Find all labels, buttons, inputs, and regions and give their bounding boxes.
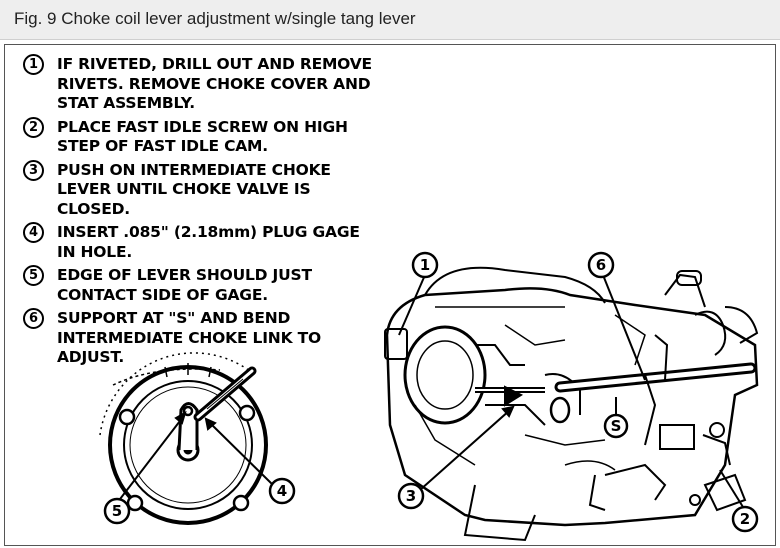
procedure-steps: 1 IF RIVETED, DRILL OUT AND REMOVE RIVET… (23, 54, 423, 372)
callout-1: 1 (411, 251, 439, 279)
step-4: 4 INSERT .085" (2.18mm) PLUG GAGE IN HOL… (23, 222, 423, 262)
callout-4-label: 4 (277, 482, 287, 500)
callout-4: 4 (268, 477, 296, 505)
step-1: 1 IF RIVETED, DRILL OUT AND REMOVE RIVET… (23, 54, 423, 114)
step-text-1: IF RIVETED, DRILL OUT AND REMOVE RIVETS.… (57, 55, 372, 112)
step-number-6: 6 (23, 308, 44, 329)
callout-3-label: 3 (406, 487, 416, 505)
step-text-6: SUPPORT AT "S" AND BEND INTERMEDIATE CHO… (57, 309, 321, 366)
carburetor-illustration (384, 266, 759, 542)
step-2: 2 PLACE FAST IDLE SCREW ON HIGH STEP OF … (23, 116, 423, 157)
callout-6-label: 6 (596, 256, 606, 274)
callout-support-s: S (603, 413, 629, 439)
figure-caption: Fig. 9 Choke coil lever adjustment w/sin… (14, 9, 416, 28)
callout-6: 6 (587, 251, 615, 279)
callout-5: 5 (103, 497, 131, 525)
callout-5-label: 5 (112, 502, 122, 520)
figure-frame: 1 IF RIVETED, DRILL OUT AND REMOVE RIVET… (4, 44, 776, 546)
step-number-4: 4 (23, 222, 44, 243)
caption-bar: Fig. 9 Choke coil lever adjustment w/sin… (0, 0, 780, 40)
step-number-2: 2 (23, 116, 44, 138)
step-text-5: EDGE OF LEVER SHOULD JUST CONTACT SIDE O… (57, 266, 312, 304)
step-number-3: 3 (23, 159, 44, 181)
step-text-2: PLACE FAST IDLE SCREW ON HIGH STEP OF FA… (57, 117, 348, 156)
step-text-4: INSERT .085" (2.18mm) PLUG GAGE IN HOLE. (57, 223, 360, 261)
step-3: 3 PUSH ON INTERMEDIATE CHOKE LEVER UNTIL… (23, 159, 423, 220)
leader-lines-closeup (116, 410, 274, 504)
callout-2: 2 (731, 505, 759, 533)
step-number-5: 5 (23, 265, 44, 286)
step-text-3: PUSH ON INTERMEDIATE CHOKE LEVER UNTIL C… (57, 160, 331, 218)
diagram-artwork: 5 4 1 6 3 2 S (99, 251, 759, 542)
choke-housing-illustration (99, 352, 268, 525)
step-6: 6 SUPPORT AT "S" AND BEND INTERMEDIATE C… (23, 308, 423, 368)
callout-3: 3 (397, 482, 425, 510)
callout-support-label: S (611, 417, 622, 435)
callout-2-label: 2 (740, 510, 750, 528)
step-number-1: 1 (23, 54, 44, 75)
leader-lines-carburetor (398, 274, 744, 508)
callout-1-label: 1 (420, 256, 430, 274)
step-5: 5 EDGE OF LEVER SHOULD JUST CONTACT SIDE… (23, 265, 423, 305)
